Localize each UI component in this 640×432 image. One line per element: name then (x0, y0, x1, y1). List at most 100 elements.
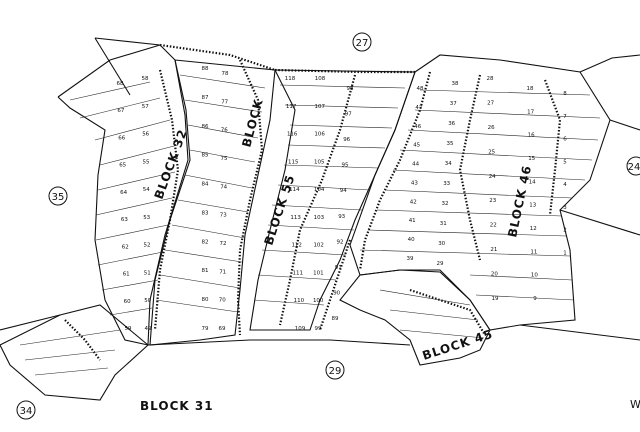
lot-number: 35 (447, 141, 454, 147)
lot-number: 11 (530, 249, 537, 255)
lot-number: 117 (286, 104, 297, 110)
circled-number-34: 34 (16, 400, 36, 420)
lot-number: 92 (337, 239, 344, 245)
lot-number: 48 (417, 86, 424, 92)
lot-number: 42 (410, 199, 417, 205)
lot-number: 25 (488, 149, 495, 155)
lot-number: 97 (345, 112, 352, 118)
lot-number: 15 (528, 156, 535, 162)
lot-number: 99 (315, 326, 322, 332)
lot-number: 62 (122, 244, 129, 250)
block-label-31: BLOCK 31 (140, 399, 214, 413)
lot-number: 111 (293, 270, 304, 276)
lot-number: 112 (291, 243, 302, 249)
lot-number: 113 (290, 215, 301, 221)
block-label-32: BLOCK 32 (152, 127, 190, 201)
lot-number: 33 (443, 181, 450, 187)
lot-number: 39 (407, 256, 414, 262)
lot-number: 36 (448, 121, 455, 127)
lot-number: 68 (117, 81, 124, 87)
lot-number: 50 (144, 298, 151, 304)
lot-number: 49 (145, 326, 152, 332)
lot-number: 86 (202, 124, 209, 130)
circled-number-35: 35 (48, 186, 68, 206)
lot-number: 69 (219, 326, 226, 332)
lot-number: 27 (487, 100, 494, 106)
lot-number: 14 (529, 179, 536, 185)
lot-number: 74 (220, 184, 227, 190)
circled-number-29: 29 (325, 360, 345, 380)
lot-number: 103 (314, 215, 325, 221)
lot-number: 118 (285, 76, 296, 82)
lot-numbers: 1181171161151141131121111101091081071061… (117, 66, 568, 332)
lot-number: 19 (492, 296, 499, 302)
svg-text:29: 29 (329, 366, 342, 377)
lot-number: 6 (563, 137, 567, 143)
lot-number: 66 (118, 135, 125, 141)
lot-number: 93 (338, 214, 345, 220)
lot-number: 72 (220, 241, 227, 247)
lot-number: 104 (314, 187, 325, 193)
lot-number: 43 (411, 180, 418, 186)
lot-number: 81 (202, 268, 209, 274)
lot-number: 79 (202, 326, 209, 332)
block-label-55: BLOCK 55 (262, 173, 298, 247)
lot-number: 64 (120, 190, 127, 196)
svg-text:35: 35 (52, 192, 65, 203)
lot-number: 116 (287, 132, 298, 138)
lot-number: 9 (533, 296, 537, 302)
lot-number: 88 (202, 66, 209, 72)
lot-number: 76 (221, 128, 228, 134)
lot-number: 90 (333, 290, 340, 296)
lot-number: 32 (442, 201, 449, 207)
lot-number: 56 (142, 132, 149, 138)
lot-number: 37 (450, 101, 457, 107)
lot-number: 59 (125, 326, 132, 332)
lot-number: 75 (221, 156, 228, 162)
lot-number: 109 (295, 326, 306, 332)
lot-number: 52 (144, 243, 151, 249)
lot-number: 106 (314, 132, 325, 138)
lot-number: 55 (143, 159, 150, 165)
lot-number: 114 (289, 187, 300, 193)
lot-number: 26 (488, 125, 495, 131)
lot-number: 4 (563, 182, 567, 188)
block-label-top: BLOCK (239, 97, 265, 149)
lot-number: 65 (119, 163, 126, 169)
circled-number-24: 24 (626, 156, 640, 176)
lot-number: 107 (315, 104, 326, 110)
lot-divider-lines (19, 74, 601, 376)
lot-number: 2 (563, 228, 567, 234)
lot-number: 85 (202, 153, 209, 159)
lot-number: 17 (527, 109, 534, 115)
lot-number: 46 (414, 124, 421, 130)
lot-number: 13 (529, 203, 536, 209)
block-label-45: BLOCK 45 (421, 327, 495, 363)
lot-number: 20 (491, 272, 498, 278)
svg-text:24: 24 (628, 162, 640, 173)
svg-text:34: 34 (20, 406, 33, 417)
lot-number: 108 (315, 76, 326, 82)
lot-number: 38 (452, 81, 459, 87)
lot-number: 1 (563, 250, 567, 256)
lot-number: 71 (219, 269, 226, 275)
lot-number: 24 (489, 174, 496, 180)
lot-number: 21 (490, 247, 497, 253)
lot-number: 34 (445, 161, 452, 167)
lot-number: 73 (220, 213, 227, 219)
lot-number: 61 (123, 272, 130, 278)
lot-number: 82 (202, 239, 209, 245)
lot-number: 78 (222, 71, 229, 77)
lot-number: 77 (221, 99, 228, 105)
lot-number: 63 (121, 217, 128, 223)
lot-number: 29 (437, 261, 444, 267)
lot-number: 7 (563, 114, 567, 120)
lot-number: 18 (527, 86, 534, 92)
lot-number: 3 (563, 205, 567, 211)
lot-number: 45 (413, 143, 420, 149)
lot-number: 31 (440, 221, 447, 227)
lot-number: 40 (408, 237, 415, 243)
lot-number: 94 (340, 188, 347, 194)
circled-references: 27 35 24 29 34 (16, 32, 640, 420)
